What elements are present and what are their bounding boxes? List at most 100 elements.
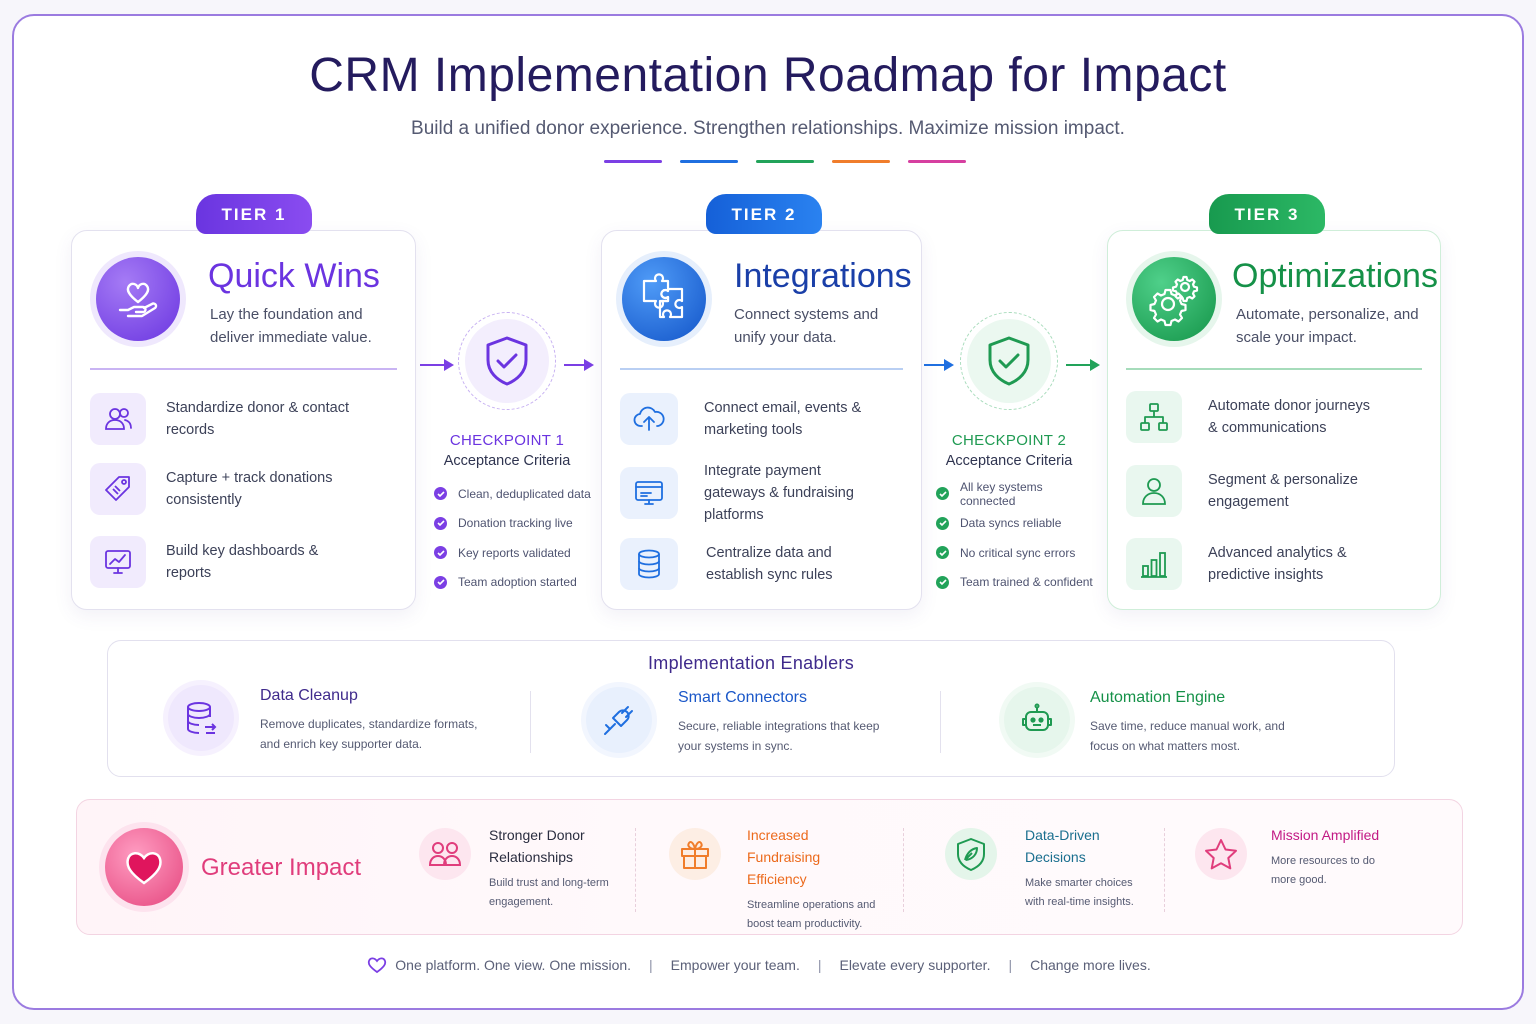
tier-1-card: Quick Wins Lay the foundation and delive… — [71, 230, 416, 610]
checkpoint-1-subtitle: Acceptance Criteria — [443, 453, 571, 469]
impact-item-title: Stronger Donor Relationships — [489, 827, 585, 865]
checkpoint-item: No critical sync errors — [936, 538, 1094, 568]
tier-2-desc: Connect systems and unify your data. — [734, 306, 879, 346]
puzzle-icon — [642, 273, 684, 319]
users-icon — [105, 408, 132, 430]
tier-3-item: Automate donor journeys & communications — [1126, 389, 1426, 445]
enabler-title: Smart Connectors — [678, 689, 807, 706]
tier-3-item-text: Automate donor journeys & communications — [1208, 398, 1371, 436]
impact-stronger-relationships: Stronger Donor Relationships Build trust… — [419, 824, 619, 912]
checkpoint-item: Team trained & confident — [936, 568, 1094, 598]
impact-item-title: Increased Fundraising Efficiency — [747, 827, 821, 887]
tier-2-item: Connect email, events & marketing tools — [620, 391, 907, 447]
plug-icon — [604, 706, 633, 735]
impact-heart-wrap — [105, 828, 183, 906]
check-icon — [434, 516, 447, 530]
footer-separator: | — [817, 957, 822, 973]
tier-1-item-text: Standardize donor & contact records — [166, 400, 349, 438]
tier-1-item: Build key dashboards & reports — [90, 534, 401, 590]
checkpoint-item: Clean, deduplicated data — [434, 479, 592, 509]
accent-bar-orange — [832, 160, 890, 163]
check-icon — [936, 575, 949, 589]
accent-bar-green — [756, 160, 814, 163]
footer-separator: | — [649, 957, 653, 973]
checkpoint-item: Data syncs reliable — [936, 509, 1094, 539]
greater-impact: Greater Impact Stronger Donor Relationsh… — [76, 799, 1463, 935]
page-subtitle: Build a unified donor experience. Streng… — [411, 118, 1125, 139]
tier-2-item-text: Centralize data and establish sync rules — [706, 545, 833, 583]
enabler-title: Data Cleanup — [260, 687, 358, 704]
implementation-enablers: Implementation Enablers Data Cleanup Rem… — [107, 640, 1395, 777]
tier-3-item-text: Advanced analytics & predictive insights — [1208, 545, 1347, 583]
footer-item: Empower your team. — [670, 957, 800, 973]
tier-3-desc: Automate, personalize, and scale your im… — [1236, 306, 1419, 346]
person-icon — [1142, 478, 1166, 505]
checkpoint-item: All key systems connected — [936, 479, 1094, 509]
footer-separator: | — [1008, 957, 1013, 973]
impact-item-title: Mission Amplified — [1271, 827, 1380, 843]
heart-hand-icon — [118, 282, 158, 318]
tier-1-item-text: Capture + track donations consistently — [166, 470, 333, 508]
accent-bar-blue — [680, 160, 738, 163]
tier-3-item: Advanced analytics & predictive insights — [1126, 536, 1426, 592]
checkpoint-1: CHECKPOINT 1 Acceptance Criteria Clean, … — [422, 312, 592, 597]
footer-item: One platform. One view. One mission. — [395, 957, 632, 973]
arrow-to-checkpoint-2 — [924, 359, 954, 371]
tier-3-item-text: Segment & personalize engagement — [1208, 472, 1358, 510]
cloud-upload-icon — [633, 406, 665, 431]
check-icon — [434, 575, 447, 589]
impact-fundraising-efficiency: Increased Fundraising Efficiency Streaml… — [669, 824, 877, 934]
hierarchy-icon — [1140, 403, 1168, 431]
robot-icon — [1022, 703, 1052, 731]
arrow-from-checkpoint-2 — [1066, 359, 1100, 371]
tier-1-divider — [90, 368, 397, 370]
check-icon — [434, 546, 447, 560]
gift-icon — [681, 841, 709, 869]
tier-2-divider — [620, 368, 903, 370]
tier-2-item: Integrate payment gateways & fundraising… — [620, 461, 907, 525]
arrow-from-checkpoint-1 — [564, 359, 594, 371]
enabler-data-cleanup: Data Cleanup Remove duplicates, standard… — [168, 685, 486, 761]
enabler-separator — [530, 691, 531, 753]
star-icon — [1205, 839, 1237, 870]
accent-bar-purple — [604, 160, 662, 163]
heart-outline-icon — [368, 957, 387, 974]
check-icon — [936, 546, 949, 560]
payment-screen-icon — [635, 481, 663, 505]
tier-3-item: Segment & personalize engagement — [1126, 463, 1426, 519]
chart-monitor-icon — [105, 550, 131, 574]
checkpoint-1-title: CHECKPOINT 1 — [449, 432, 565, 449]
checkpoint-2: CHECKPOINT 2 Acceptance Criteria All key… — [924, 312, 1094, 597]
impact-mission-amplified: Mission Amplified More resources to do m… — [1195, 824, 1401, 890]
tier-1-item: Capture + track donations consistently — [90, 461, 401, 517]
enablers-title: Implementation Enablers — [647, 653, 854, 673]
accent-bars — [604, 160, 966, 163]
checkpoint-2-list: All key systems connected Data syncs rel… — [936, 479, 1094, 597]
impact-title: Greater Impact — [201, 854, 362, 881]
enabler-automation-engine: Automation Engine Save time, reduce manu… — [1004, 687, 1316, 763]
checkpoint-1-ring — [458, 312, 556, 410]
impact-item-desc: More resources to do more good. — [1271, 855, 1375, 886]
checkpoint-2-title: CHECKPOINT 2 — [951, 432, 1067, 449]
checkpoint-2-ring — [960, 312, 1058, 410]
tier-1-pill: TIER 1 — [196, 194, 312, 234]
tier-2-item: Centralize data and establish sync rules — [620, 536, 907, 592]
tag-icon — [105, 476, 130, 501]
impact-separator — [635, 828, 636, 912]
impact-item-desc: Make smarter choices with real-time insi… — [1025, 877, 1134, 908]
footer-item: Elevate every supporter. — [839, 957, 991, 973]
tier-2-item-text: Integrate payment gateways & fundraising… — [704, 463, 854, 523]
check-icon — [936, 487, 949, 501]
impact-item-desc: Streamline operations and boost team pro… — [747, 899, 876, 930]
tier-2-title: Integrations — [734, 257, 912, 295]
tier-2-item-text: Connect email, events & marketing tools — [704, 400, 862, 438]
enabler-desc: Secure, reliable integrations that keep … — [678, 719, 880, 753]
impact-item-title: Data-Driven Decisions — [1025, 827, 1100, 865]
tier-1-item-text: Build key dashboards & reports — [166, 543, 319, 581]
arrow-to-checkpoint-1 — [420, 359, 454, 371]
shield-leaf-icon — [957, 838, 985, 871]
database-refresh-icon — [187, 702, 217, 734]
enabler-separator — [940, 691, 941, 753]
enabler-desc: Remove duplicates, standardize formats, … — [260, 717, 478, 751]
tier-2-card: Integrations Connect systems and unify y… — [601, 230, 922, 610]
